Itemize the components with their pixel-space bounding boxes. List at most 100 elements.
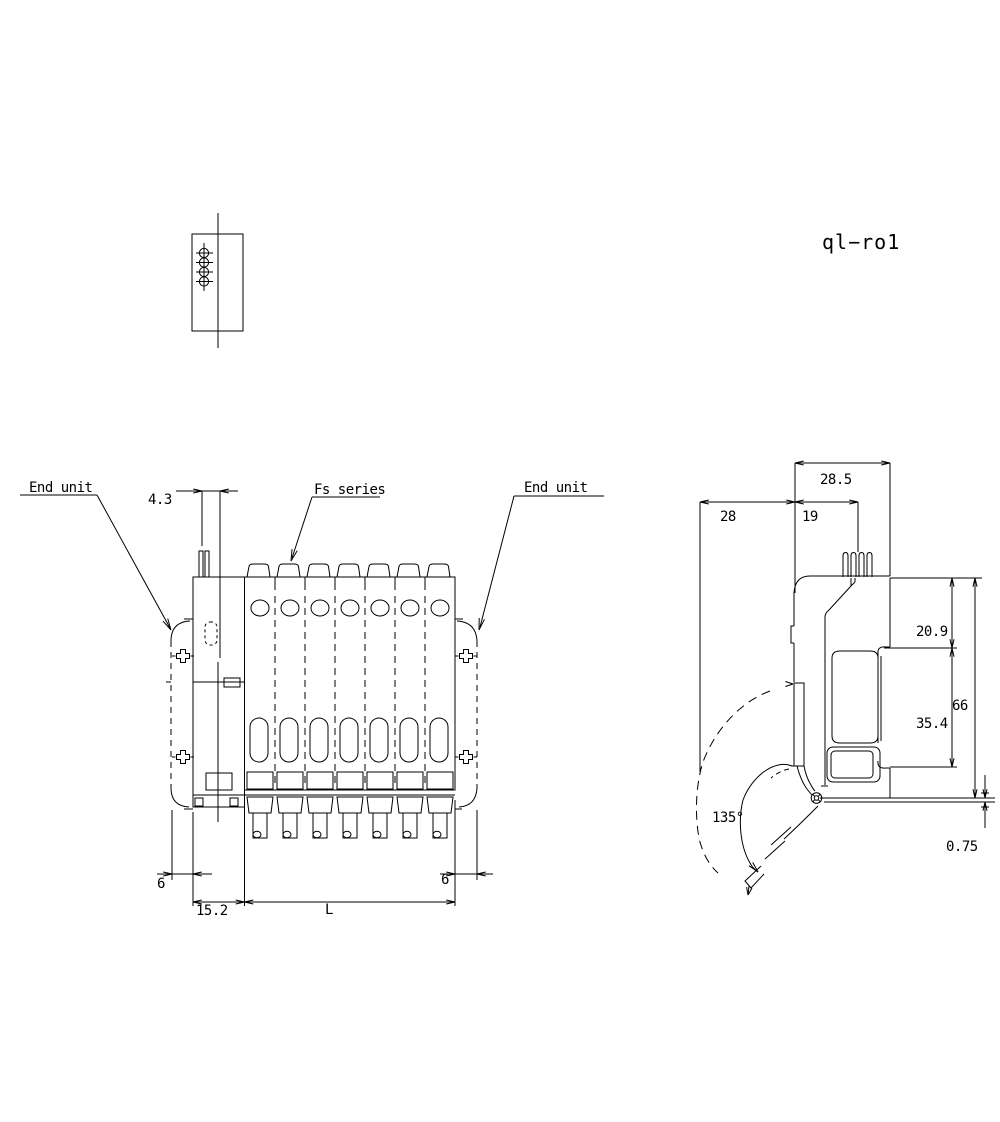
- terminal-leg: [282, 812, 298, 839]
- front-view: [20, 494, 604, 839]
- screw-head: [176, 649, 190, 663]
- fs-series-label: Fs series: [314, 482, 385, 498]
- module-lever: [339, 717, 359, 763]
- module-upper-hole: [370, 599, 390, 617]
- pin: [866, 551, 873, 577]
- dim-right-overhang-label: 6: [441, 872, 449, 888]
- end-unit-pin: [204, 550, 210, 578]
- terminal-leg: [312, 812, 328, 839]
- end-unit-left-label: End unit: [29, 480, 93, 496]
- side-body-corner: [793, 575, 811, 594]
- side-view-dimensions: [699, 460, 989, 828]
- module-lever: [429, 717, 449, 763]
- module-base-window: [366, 771, 394, 790]
- module-lever: [399, 717, 419, 763]
- front-view-dimensions: [157, 488, 493, 906]
- end-unit-slot: [204, 621, 218, 646]
- terminal-tip: [282, 830, 292, 839]
- module-base-window: [246, 771, 274, 790]
- module-tab: [276, 563, 301, 578]
- end-unit-left-body: [192, 576, 245, 796]
- dim-total-height-label: 66: [952, 698, 968, 714]
- swing-arc: [739, 764, 793, 873]
- terminal-block: [246, 796, 274, 814]
- dim-rear-depth-label: 28: [720, 509, 736, 525]
- terminal-leg: [402, 812, 418, 839]
- terminal-tip: [372, 830, 382, 839]
- pin: [842, 551, 849, 577]
- dim-front-depth-label: 19: [802, 509, 818, 525]
- rail-latch: [793, 682, 805, 767]
- terminal-block: [336, 796, 364, 814]
- terminal-tip: [342, 830, 352, 839]
- terminal-leg: [252, 812, 268, 839]
- terminal-leg: [432, 812, 448, 839]
- module-upper-hole: [280, 599, 300, 617]
- terminal-tip: [432, 830, 442, 839]
- relay-window: [831, 650, 879, 744]
- terminal-block: [306, 796, 334, 814]
- side-view: [695, 551, 995, 896]
- module: [396, 563, 426, 839]
- phantom-bracket-right: [456, 620, 478, 642]
- dim-swing-angle-label: 135°: [712, 810, 744, 826]
- terminal-tip: [312, 830, 322, 839]
- module-tab: [306, 563, 331, 578]
- module-upper-hole: [400, 599, 420, 617]
- module-base-window: [426, 771, 454, 790]
- module-upper-hole: [310, 599, 330, 617]
- dim-left-overhang-label: 6: [157, 876, 165, 892]
- module-upper-hole: [340, 599, 360, 617]
- module: [336, 563, 366, 839]
- dim-lower-height-label: 35.4: [916, 716, 948, 732]
- dim-row-length-label: L: [325, 902, 333, 918]
- module-tab: [396, 563, 421, 578]
- terminal-leg: [372, 812, 388, 839]
- top-view: [191, 213, 244, 348]
- module-lever: [279, 717, 299, 763]
- module-row-body: [244, 576, 456, 791]
- module: [426, 563, 454, 839]
- terminal-block: [396, 796, 424, 814]
- dim-pin-offset-label: 4.3: [148, 492, 172, 508]
- dim-end-unit-width-label: 15.2: [196, 903, 228, 919]
- module-tab: [336, 563, 361, 578]
- pin: [850, 551, 857, 577]
- module-tab: [366, 563, 391, 578]
- module-base-window: [336, 771, 364, 790]
- terminal-leg: [342, 812, 358, 839]
- module-lever: [369, 717, 389, 763]
- module-upper-hole: [250, 599, 270, 617]
- swing-phantom: [695, 690, 819, 896]
- lower-window: [826, 746, 881, 783]
- screw-head: [176, 750, 190, 764]
- module-lever: [249, 717, 269, 763]
- module-base-window: [396, 771, 424, 790]
- dim-total-width-label: 28.5: [820, 472, 852, 488]
- drawing-title: ql−ro1: [822, 230, 900, 254]
- module-lever: [309, 717, 329, 763]
- terminal-block: [276, 796, 304, 814]
- phantom-bracket-left: [170, 620, 191, 642]
- pin: [858, 551, 865, 577]
- module: [276, 563, 306, 839]
- terminal-block: [366, 796, 394, 814]
- module-upper-hole: [430, 599, 450, 617]
- end-unit-foot: [192, 794, 245, 808]
- module-tab: [426, 563, 451, 578]
- screw-head: [459, 649, 473, 663]
- module-base-window: [276, 771, 304, 790]
- terminal-tip: [252, 830, 262, 839]
- module-tab: [246, 563, 271, 578]
- terminal-block: [426, 796, 454, 814]
- module: [306, 563, 336, 839]
- dim-upper-height-label: 20.9: [916, 624, 948, 640]
- end-unit-pin: [198, 550, 204, 578]
- dim-rail-gap-label: 0.75: [946, 839, 978, 855]
- end-unit-right-label: End unit: [524, 480, 588, 496]
- screw-head: [459, 750, 473, 764]
- module: [366, 563, 396, 839]
- module-base-window: [306, 771, 334, 790]
